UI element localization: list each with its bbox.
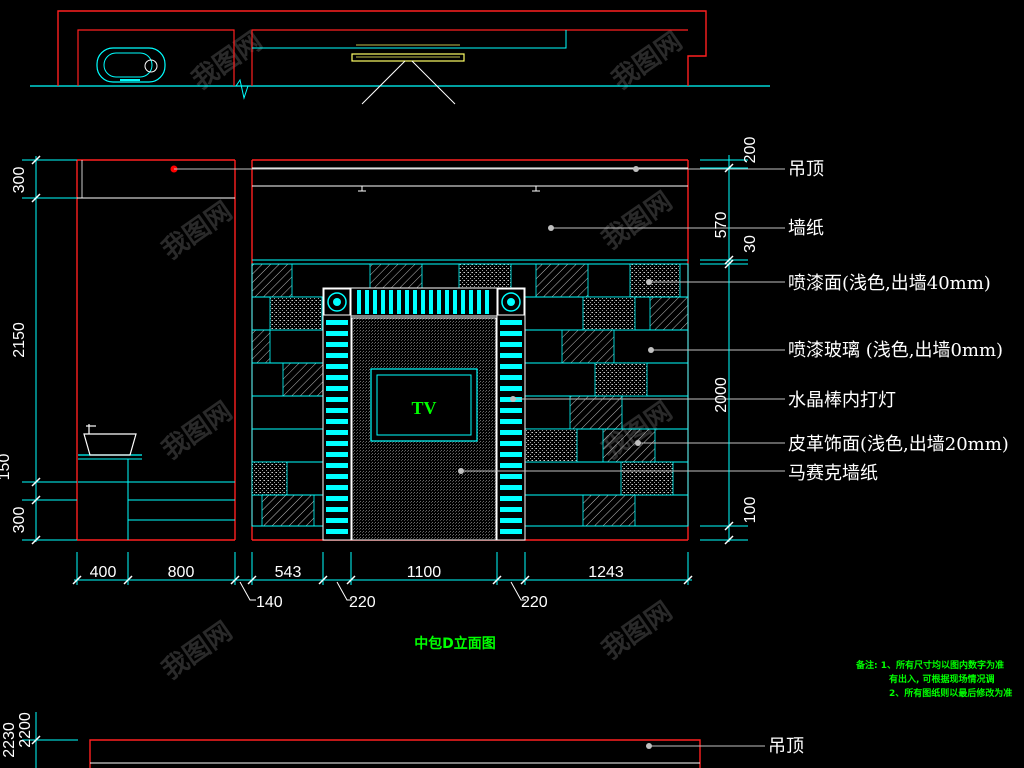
callout-labels: 吊顶 墙纸 喷漆面(浅色,出墙40mm) 喷漆玻璃 (浅色,出墙0mm) 水晶棒…	[788, 159, 1009, 484]
next-elevation-partial: 2230 2200 吊顶	[1, 712, 804, 768]
bathtub-icon	[96, 47, 166, 83]
left-dimension-chain: 300 2150 150 300	[0, 155, 77, 545]
label-wallpaper: 墙纸	[788, 218, 824, 239]
svg-text:2200: 2200	[17, 712, 34, 748]
label-mosaic: 马赛克墙纸	[788, 463, 878, 484]
svg-text:800: 800	[168, 564, 195, 581]
svg-text:570: 570	[713, 212, 730, 239]
svg-text:我图网: 我图网	[597, 186, 678, 255]
svg-text:140: 140	[256, 594, 283, 611]
svg-text:我图网: 我图网	[187, 26, 268, 95]
note-line-1: 备注: 1、所有尺寸均以图内数字为准	[855, 659, 1004, 671]
leader-lines	[174, 168, 785, 472]
top-plan-view	[30, 10, 770, 105]
svg-text:我图网: 我图网	[597, 596, 678, 665]
label-ceiling-bottom: 吊顶	[768, 736, 804, 757]
note-line-2: 有出入, 可根据现场情况调	[889, 673, 995, 685]
svg-text:我图网: 我图网	[157, 196, 238, 265]
svg-text:150: 150	[0, 454, 13, 481]
label-spray-paint: 喷漆面(浅色,出墙40mm)	[788, 273, 991, 294]
svg-text:100: 100	[742, 497, 759, 524]
svg-text:1243: 1243	[588, 564, 624, 581]
svg-text:300: 300	[11, 507, 28, 534]
svg-text:1100: 1100	[407, 564, 442, 581]
svg-text:2000: 2000	[713, 377, 730, 413]
tv-cabinet-plan-icon	[351, 44, 465, 105]
tv-label: TV	[411, 398, 436, 418]
svg-text:30: 30	[742, 235, 759, 253]
crystal-column-left	[322, 287, 352, 541]
right-dimension-chain: 200 570 30 2000 100	[700, 137, 759, 545]
brick-textures	[251, 263, 689, 527]
crystal-column-right	[496, 287, 526, 541]
washbasin-icon	[83, 424, 137, 456]
svg-text:543: 543	[275, 564, 302, 581]
svg-text:400: 400	[90, 564, 117, 581]
svg-text:我图网: 我图网	[157, 616, 238, 685]
svg-text:200: 200	[742, 137, 759, 164]
main-elevation: TV	[76, 159, 689, 541]
notes-block: 备注: 1、所有尺寸均以图内数字为准 有出入, 可根据现场情况调 2、所有图纸则…	[855, 659, 1012, 699]
bottom-dimension-chain: 400 800 543 1100 1243 140 220 220	[72, 552, 693, 611]
svg-text:2150: 2150	[11, 322, 28, 358]
tv-screen: TV	[370, 368, 478, 442]
svg-text:300: 300	[11, 167, 28, 194]
svg-text:220: 220	[349, 594, 376, 611]
label-leather: 皮革饰面(浅色,出墙20mm)	[788, 434, 1009, 455]
label-ceiling: 吊顶	[788, 159, 824, 180]
svg-text:我图网: 我图网	[157, 396, 238, 465]
drawing-title: 中包D立面图	[414, 635, 496, 652]
svg-text:我图网: 我图网	[607, 26, 688, 95]
leader-dots	[458, 166, 654, 474]
svg-text:2230: 2230	[1, 722, 18, 758]
crystal-top-bar	[350, 287, 498, 317]
label-spray-glass: 喷漆玻璃 (浅色,出墙0mm)	[788, 340, 1003, 361]
svg-text:220: 220	[521, 594, 548, 611]
label-crystal-light: 水晶棒内打灯	[788, 390, 896, 411]
note-line-3: 2、所有图纸则以最后修改为准	[889, 687, 1012, 699]
